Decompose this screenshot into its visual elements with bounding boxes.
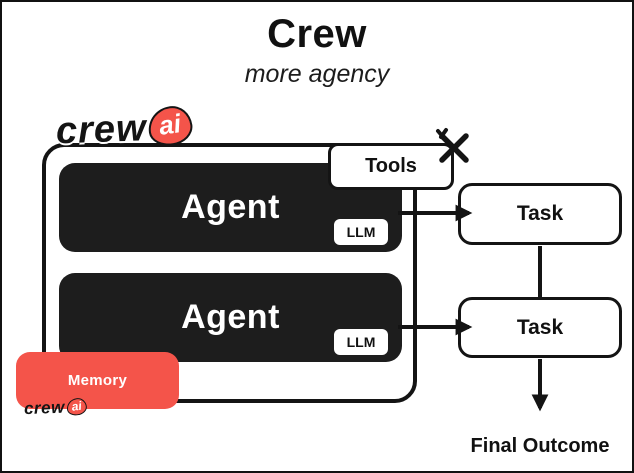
- tools-box: Tools: [328, 143, 454, 190]
- agent-box-2: Agent LLM: [59, 273, 402, 362]
- crewai-logo-small-text: crew: [23, 397, 66, 419]
- crewai-logo-small-ai-badge: ai: [65, 396, 88, 417]
- agent-2-llm-badge: LLM: [334, 329, 388, 355]
- memory-label: Memory: [67, 372, 128, 389]
- page-subtitle: more agency: [244, 60, 390, 88]
- task-1-label: Task: [516, 202, 564, 225]
- task-box-1: Task: [458, 183, 622, 245]
- memory-box: Memory: [16, 352, 179, 409]
- tools-label: Tools: [365, 155, 417, 177]
- agent-2-label: Agent: [181, 298, 280, 336]
- wrench-cross-icon: [436, 128, 469, 163]
- agent-1-label: Agent: [181, 188, 280, 226]
- crewai-logo-ai-badge: ai: [145, 103, 195, 149]
- task-box-2: Task: [458, 297, 622, 358]
- task-2-label: Task: [516, 315, 564, 339]
- crewai-logo-text: crew: [55, 107, 148, 153]
- agent-1-llm-badge: LLM: [334, 219, 388, 245]
- final-outcome-label: Final Outcome: [470, 435, 610, 457]
- page-title: Crew: [267, 12, 367, 56]
